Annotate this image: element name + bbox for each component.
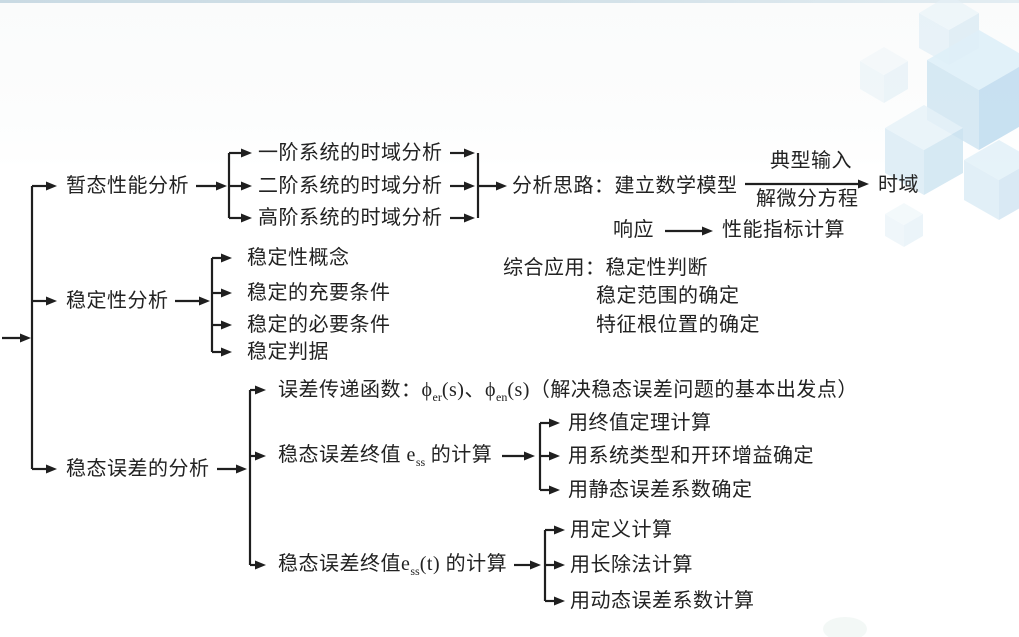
node-stability-criterion: 稳定判据 [247, 341, 329, 363]
node-application-lead: 综合应用：稳定性判断 [503, 257, 708, 279]
ess-sub-connector [502, 418, 560, 495]
text-segment: 误差传递函数：ϕ [278, 379, 433, 401]
node-steady-state-label: 稳态误差的分析 [66, 458, 210, 480]
text-segment: (s)、ϕ [441, 379, 496, 401]
node-ess-final-value: 稳态误差终值 ess 的计算 [278, 444, 493, 469]
node-second-order: 二阶系统的时域分析 [258, 175, 443, 197]
transient-branch-connector [196, 148, 507, 223]
text-segment: 稳态误差终值e [278, 553, 411, 575]
background-blob [823, 617, 867, 637]
root-trunk-connector [2, 181, 57, 474]
flow-connector [665, 179, 869, 236]
node-transient-label: 暂态性能分析 [66, 175, 189, 197]
node-application-item-1: 稳定范围的确定 [596, 285, 740, 307]
node-final-value-theorem: 用终值定理计算 [568, 412, 712, 434]
node-error-transfer-function: 误差传递函数：ϕer(s)、ϕen(s)（解决稳态误差问题的基本出发点） [278, 379, 858, 404]
label-solve-ode: 解微分方程 [756, 188, 859, 210]
node-ess-t-final-value: 稳态误差终值ess(t) 的计算 [278, 553, 508, 578]
text-segment: 的计算 [425, 444, 493, 466]
node-static-error-coeff: 用静态误差系数确定 [568, 479, 753, 501]
node-time-domain: 时域 [878, 174, 919, 196]
node-definition-calc: 用定义计算 [570, 519, 673, 541]
node-system-type-gain: 用系统类型和开环增益确定 [568, 445, 814, 467]
stability-branch-connector [175, 253, 232, 357]
node-performance-index: 性能指标计算 [722, 219, 845, 241]
label-typical-input: 典型输入 [770, 150, 852, 172]
text-subscript: ss [410, 564, 420, 578]
node-stability-label: 稳定性分析 [66, 290, 169, 312]
node-analysis-idea: 分析思路：建立数学模型 [512, 175, 738, 197]
ess-t-sub-connector [514, 525, 565, 606]
text-segment: (s)（解决稳态误差问题的基本出发点） [507, 379, 858, 401]
text-segment: 稳态误差终值 e [278, 444, 416, 466]
text-segment: (t) 的计算 [419, 553, 508, 575]
text-subscript: ss [415, 455, 426, 469]
node-dynamic-error-coeff: 用动态误差系数计算 [570, 590, 755, 612]
text-subscript: er [432, 390, 442, 404]
node-high-order: 高阶系统的时域分析 [258, 207, 443, 229]
top-accent-bar [0, 0, 1019, 3]
text-subscript: en [496, 390, 508, 404]
node-response: 响应 [613, 219, 654, 241]
node-first-order: 一阶系统的时域分析 [258, 142, 443, 164]
node-necessary-cond: 稳定的必要条件 [247, 314, 391, 336]
cube-pattern-decoration [860, 0, 1019, 247]
node-stability-concept: 稳定性概念 [247, 247, 350, 269]
node-application-item-2: 特征根位置的确定 [596, 314, 760, 336]
node-sufficient-cond: 稳定的充要条件 [247, 282, 391, 304]
steady-state-branch-connector [217, 385, 266, 570]
node-long-division-calc: 用长除法计算 [570, 554, 693, 576]
